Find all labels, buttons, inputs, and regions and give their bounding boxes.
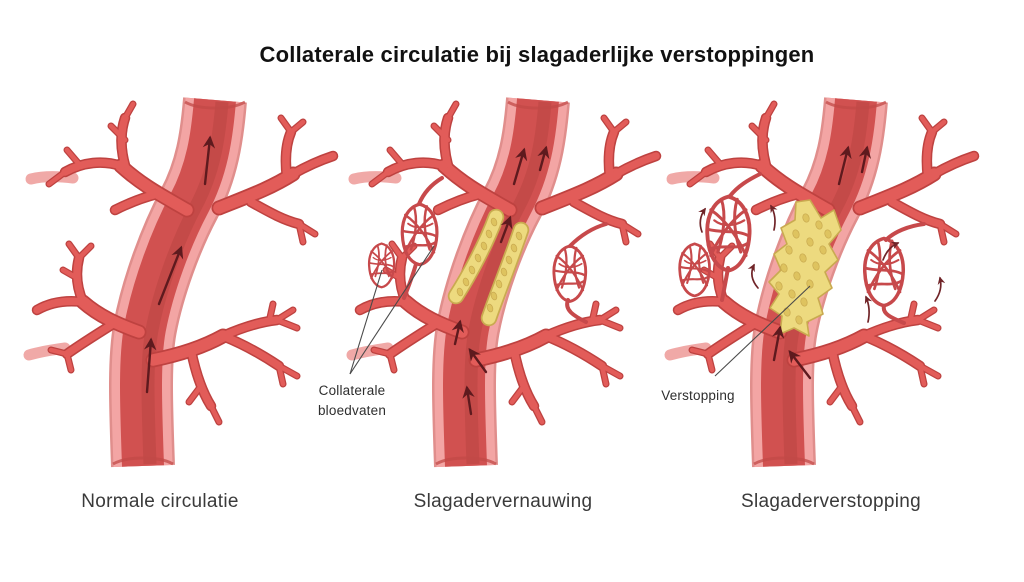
- collateral-network-left-small: [367, 242, 396, 289]
- leader-line-collateral-2: [349, 245, 435, 375]
- leader-line-collateral-1: [349, 269, 383, 375]
- plaque-deposits: [447, 208, 530, 327]
- flow-arrows: [451, 145, 550, 416]
- panel-normal-circulation: [29, 100, 333, 466]
- leader-line-blockage: [714, 285, 811, 377]
- flow-arrows: [144, 135, 216, 394]
- panel-artery-narrowing: [352, 100, 656, 466]
- plaque-blockage: [768, 199, 842, 337]
- collateral-network-left-small: [678, 242, 711, 298]
- caption-normal-circulation: Normale circulatie: [81, 491, 239, 512]
- diagram-title: Collaterale circulatie bij slagaderlijke…: [259, 42, 815, 67]
- plaque-cobblestones: [775, 213, 832, 325]
- collateral-label-line1: Collaterale: [318, 383, 386, 398]
- caption-artery-narrowing: Slagadervernauwing: [413, 491, 593, 512]
- plaque-cobblestones: [456, 217, 523, 313]
- collateral-vessels-label: Collaterale bloedvaten: [318, 381, 386, 420]
- collateral-network-right: [552, 244, 588, 303]
- collateral-label-line2: bloedvaten: [317, 402, 387, 418]
- collateral-network-left: [400, 202, 439, 267]
- leader-lines: [349, 245, 811, 377]
- collateral-network-right: [862, 236, 906, 308]
- collateral-network-left: [705, 194, 752, 273]
- artery-normal: [29, 100, 333, 466]
- panel-artery-blockage: [670, 100, 974, 466]
- blockage-label: Verstopping: [661, 388, 735, 403]
- collateral-flow-arrows: [698, 204, 946, 323]
- caption-artery-blockage: Slagaderverstopping: [741, 491, 921, 512]
- flow-arrows: [772, 145, 872, 380]
